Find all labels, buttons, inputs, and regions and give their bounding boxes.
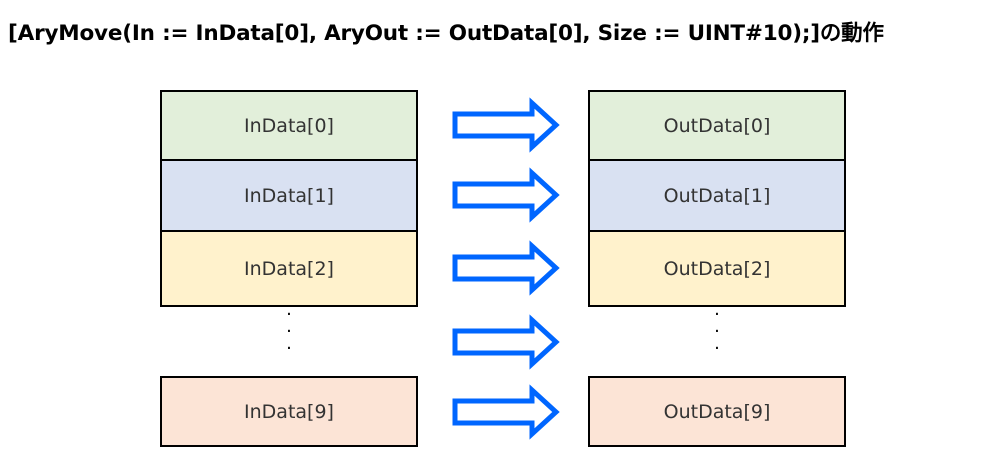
in-ellipsis: ··· — [286, 304, 292, 359]
diagram-title: [AryMove(In := InData[0], AryOut := OutD… — [8, 21, 884, 46]
right-block-arrow-icon — [452, 384, 560, 440]
out-cell-2: OutData[2] — [588, 230, 846, 307]
out-cell-1: OutData[1] — [588, 159, 846, 232]
out-ellipsis: ··· — [714, 304, 720, 359]
out-cell-9: OutData[9] — [588, 376, 846, 447]
in-cell-9: InData[9] — [160, 376, 418, 447]
in-cell-2: InData[2] — [160, 230, 418, 307]
out-cell-0: OutData[0] — [588, 90, 846, 161]
right-block-arrow-icon — [452, 314, 560, 370]
right-block-arrow-icon — [452, 240, 560, 296]
in-cell-0: InData[0] — [160, 90, 418, 161]
right-block-arrow-icon — [452, 97, 560, 153]
in-cell-1: InData[1] — [160, 159, 418, 232]
right-block-arrow-icon — [452, 167, 560, 223]
